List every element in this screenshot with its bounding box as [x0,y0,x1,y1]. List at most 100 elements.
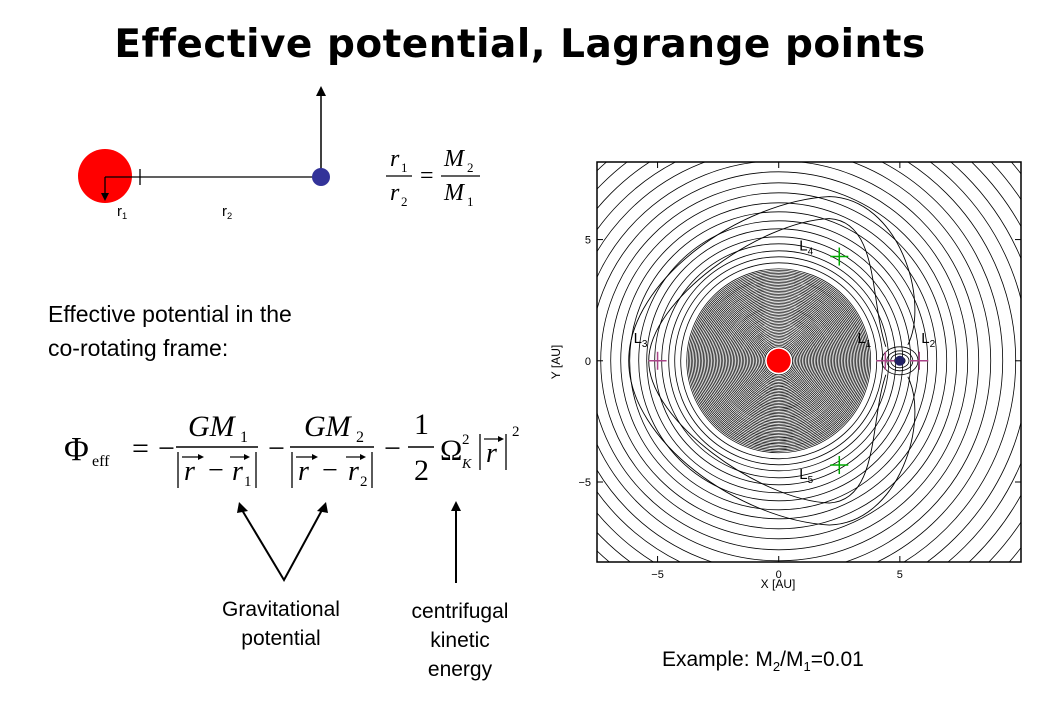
inner-contour [686,268,872,454]
inner-contour [699,281,858,440]
velocity-arrow-head [316,86,326,96]
intro-text: Effective potential in the co-rotating f… [48,301,292,361]
r1-arrow-head [101,193,109,201]
svg-text:2: 2 [462,432,470,448]
inner-contour [747,329,810,392]
svg-text:GM: GM [188,410,237,443]
svg-text:2: 2 [360,474,368,490]
inner-contour [731,313,827,409]
inner-contour [752,334,806,388]
inner-contour [722,304,836,418]
inner-contour [716,298,842,424]
inner-contour [740,322,818,400]
svg-text:r: r [232,456,243,487]
formula-arrows [237,501,461,583]
lagrange-label-sub: 5 [808,475,814,486]
ratio-formula: r 1 r 2 = M 2 M 1 [386,146,480,209]
outer-contour [597,162,1004,562]
two-body-schematic [78,86,330,203]
outer-horseshoe-contour [628,196,916,526]
inner-contour [761,343,797,379]
inner-contour [710,292,848,430]
svg-text:1: 1 [240,429,248,446]
svg-text:2: 2 [512,424,520,440]
inner-contour [749,331,809,391]
inner-contour [738,320,819,401]
svg-text:M: M [443,180,466,206]
inner-contour [693,275,864,446]
inner-contour [725,307,833,415]
x-tick-label: 0 [776,569,782,581]
secondary-mass [312,168,330,186]
svg-text:−: − [158,432,175,465]
svg-text:r: r [486,438,497,469]
svg-text:Ω: Ω [440,434,462,467]
inner-contour [732,314,825,407]
inner-contour [702,284,855,437]
svg-text:1: 1 [414,408,429,441]
inner-contour [728,310,830,412]
svg-text:2: 2 [401,194,408,209]
svg-text:K: K [461,457,472,472]
inner-contour [695,277,863,445]
inner-contour [708,290,849,431]
inner-contour [729,311,828,410]
inner-contour [704,286,854,436]
lagrange-label-sub: 4 [808,247,814,258]
primary-body [766,348,791,373]
inner-contour [713,295,845,427]
x-axis-label: X [AU] [761,577,796,591]
inner-contour [743,325,815,397]
svg-text:1: 1 [467,194,474,209]
inner-contour [762,344,795,377]
y-tick-label: −5 [578,477,591,489]
r2-label: r2 [222,203,233,222]
inner-contour [717,299,840,422]
svg-text:r: r [390,146,400,172]
effective-potential-formula: Φ eff = − GM 1 r − r 1 − GM 2 r − r 2 − … [64,408,520,490]
svg-text:r: r [348,456,359,487]
inner-contour [750,332,807,389]
gravitational-arrow [241,509,323,583]
inner-contour [735,317,822,404]
svg-text:2: 2 [356,429,364,446]
inner-contour [687,269,870,452]
outer-contour [620,202,938,520]
secondary-body [894,355,905,366]
y-tick-label: 0 [585,356,591,368]
inner-contour [746,328,812,394]
svg-text:2: 2 [467,160,474,175]
svg-text:−: − [322,455,338,486]
outer-contour [597,171,969,551]
inner-contour [714,296,843,425]
svg-text:eff: eff [92,453,110,470]
svg-text:−: − [268,432,285,465]
inner-contour [701,283,857,439]
primary-mass [78,149,132,203]
example-caption: Example: M2/M1=0.01 [662,648,864,674]
x-tick-label: −5 [651,569,664,581]
svg-text:r: r [390,180,400,206]
inner-contour [737,319,821,403]
inner-contour [758,340,800,382]
lagrange-label-sub: 3 [642,339,648,350]
svg-text:−: − [208,455,224,486]
svg-text:2: 2 [414,454,429,487]
page-title: Effective potential, Lagrange points [114,22,926,67]
inner-contour [689,271,869,451]
inner-contour [744,326,813,395]
y-axis-label: Y [AU] [549,345,563,379]
lagrange-label-sub: 2 [930,339,936,350]
inner-contour [755,337,803,385]
inner-contour [756,338,801,383]
outer-contour [610,192,948,530]
inner-contour [707,289,851,433]
svg-text:−: − [384,432,401,465]
inner-contour [753,335,804,386]
inner-contour [759,341,798,380]
inner-contour [741,323,816,398]
inner-contour [720,302,837,419]
r1-label: r1 [117,203,128,222]
inner-contour [705,287,852,434]
inner-contour [690,272,867,449]
